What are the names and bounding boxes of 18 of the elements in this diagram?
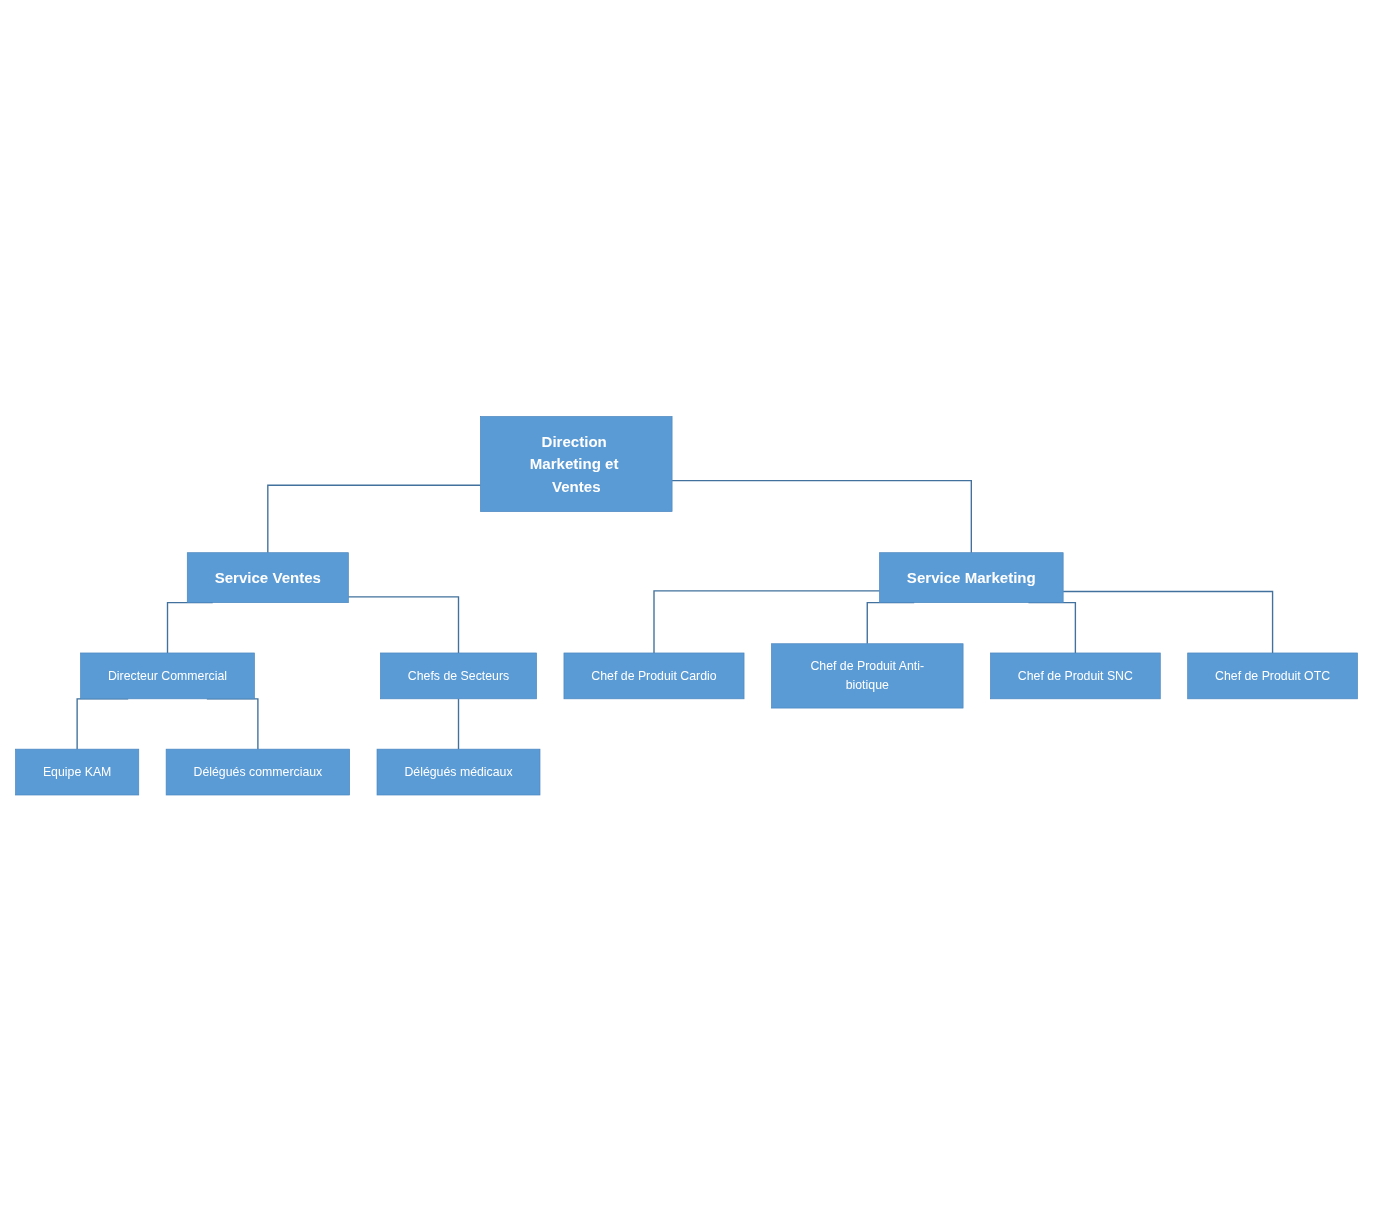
connector <box>671 480 972 554</box>
node-box: Service Ventes <box>186 552 349 604</box>
node-box: Chef de Produit SNC <box>990 652 1161 700</box>
connector <box>457 698 460 751</box>
node-box: Direction Marketing et Ventes <box>480 416 673 513</box>
node-box: Directeur Commercial <box>80 652 255 700</box>
connector <box>267 484 482 554</box>
node-box: Chef de Produit OTC <box>1187 652 1358 700</box>
node-box: Délégués commerciaux <box>165 749 350 796</box>
node-box: Chefs de Secteurs <box>380 652 537 700</box>
connector <box>347 596 460 654</box>
node-box: Délégués médicaux <box>376 749 541 796</box>
node-box: Chef de Produit Cardio <box>563 652 745 700</box>
node-box: Equipe KAM <box>15 749 140 796</box>
node-box: Chef de Produit Anti-biotique <box>771 643 964 709</box>
node-box: Service Marketing <box>879 552 1064 604</box>
connector <box>653 590 881 654</box>
connector <box>1062 591 1274 654</box>
